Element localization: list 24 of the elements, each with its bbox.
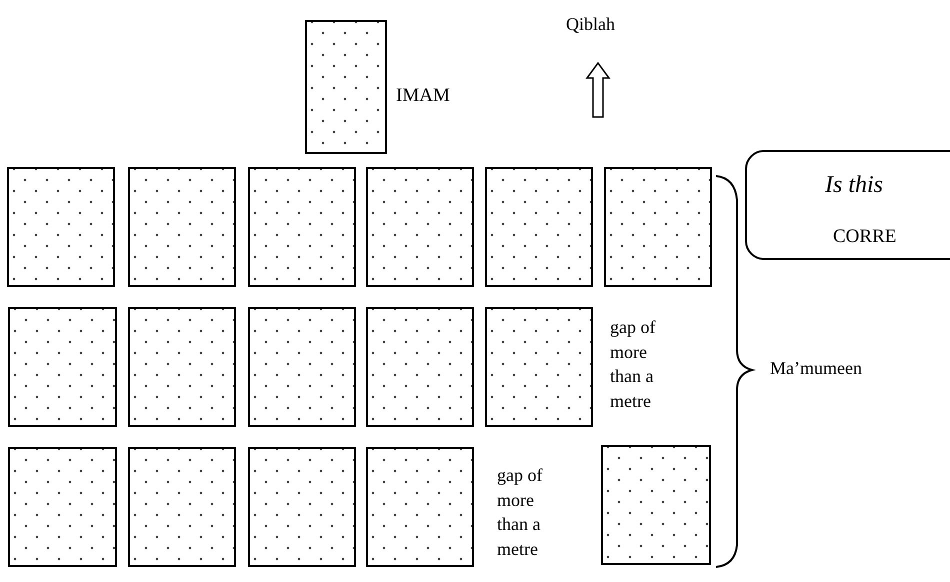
prayer-mat [248, 167, 356, 287]
prayer-mat [8, 307, 117, 427]
gap-note: gap of more than a metre [610, 316, 656, 412]
prayer-mat [485, 307, 593, 427]
prayer-mat [7, 167, 115, 287]
prayer-mat [248, 307, 356, 427]
question-text: Is this [825, 172, 884, 199]
callout-text: CORRE [833, 226, 896, 248]
gap-note: gap of more than a metre [497, 464, 544, 560]
prayer-mat [366, 447, 474, 567]
prayer-mat [366, 307, 474, 427]
prayer-mat [128, 167, 236, 287]
imam-label: IMAM [396, 85, 450, 107]
prayer-mat [248, 447, 356, 567]
group-label: Ma’mumeen [770, 357, 863, 380]
prayer-mat [366, 167, 474, 287]
prayer-mat [128, 447, 236, 567]
prayer-mat [128, 307, 236, 427]
prayer-mat [485, 167, 593, 287]
prayer-mat [305, 20, 387, 154]
prayer-mat [601, 445, 711, 565]
prayer-mat [8, 447, 117, 567]
label: Qiblah [566, 13, 616, 36]
prayer-mat [604, 167, 712, 287]
